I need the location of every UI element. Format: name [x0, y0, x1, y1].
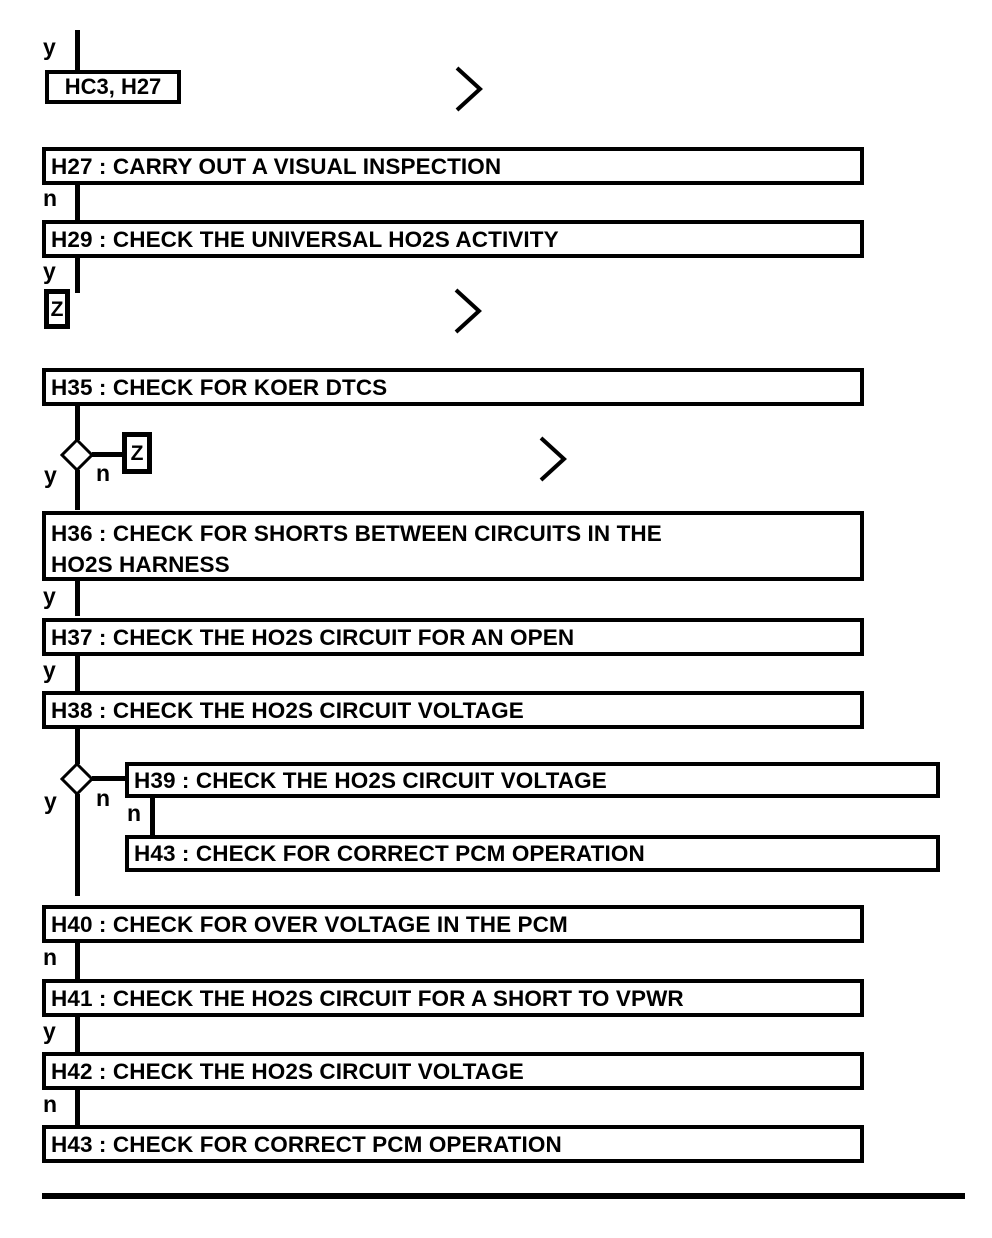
step-box-h37[interactable]: H37 : CHECK THE HO2S CIRCUIT FOR AN OPEN [42, 618, 864, 656]
step-label-h36: H36 : CHECK FOR SHORTS BETWEEN CIRCUITS … [51, 521, 662, 577]
branch-label-after-h41: y [43, 1018, 56, 1044]
connector-token-z-1[interactable]: Z [44, 289, 70, 329]
branch-label-decision2-no: n [96, 785, 111, 811]
step-label-h43-branch: H43 : CHECK FOR CORRECT PCM OPERATION [134, 841, 645, 866]
connector-h41-to-h42 [75, 1017, 80, 1052]
branch-label-after-h39: n [127, 800, 142, 826]
step-box-h39[interactable]: H39 : CHECK THE HO2S CIRCUIT VOLTAGE [125, 762, 940, 798]
step-label-h38: H38 : CHECK THE HO2S CIRCUIT VOLTAGE [51, 697, 524, 723]
connector-token-z-2[interactable]: Z [122, 432, 152, 474]
connector-h38-to-decision2 [75, 729, 80, 764]
branch-label-after-h40: n [43, 944, 58, 970]
step-box-h43-branch[interactable]: H43 : CHECK FOR CORRECT PCM OPERATION [125, 835, 940, 872]
connector-h29-to-z1 [75, 258, 80, 293]
chevron-right-icon-3 [537, 434, 571, 484]
step-label-h37: H37 : CHECK THE HO2S CIRCUIT FOR AN OPEN [51, 624, 575, 650]
step-box-h40[interactable]: H40 : CHECK FOR OVER VOLTAGE IN THE PCM [42, 905, 864, 943]
connector-token-z-1-label: Z [50, 297, 64, 321]
branch-label-after-h27: n [43, 185, 58, 211]
step-box-h36[interactable]: H36 : CHECK FOR SHORTS BETWEEN CIRCUITS … [42, 511, 864, 581]
branch-label-after-h36: y [43, 583, 56, 609]
step-label-h39: H39 : CHECK THE HO2S CIRCUIT VOLTAGE [134, 767, 607, 793]
branch-label-after-h29: y [43, 258, 56, 284]
entry-connector-line [75, 30, 80, 80]
connector-h37-to-h38 [75, 656, 80, 691]
reference-box-label: HC3, H27 [64, 74, 162, 99]
branch-label-entry: y [43, 34, 56, 60]
connector-decision2-to-h40 [75, 794, 80, 896]
connector-decision1-to-h36 [75, 470, 80, 510]
branch-label-decision1-yes: y [44, 462, 57, 488]
connector-h27-to-h29 [75, 185, 80, 220]
step-box-h38[interactable]: H38 : CHECK THE HO2S CIRCUIT VOLTAGE [42, 691, 864, 729]
step-box-h29[interactable]: H29 : CHECK THE UNIVERSAL HO2S ACTIVITY [42, 220, 864, 258]
connector-h36-to-h37 [75, 581, 80, 616]
connector-h35-to-decision1 [75, 406, 80, 440]
branch-label-after-h37: y [43, 657, 56, 683]
chevron-right-icon-1 [453, 64, 487, 114]
connector-token-z-2-label: Z [130, 441, 144, 465]
step-label-h27: H27 : CARRY OUT A VISUAL INSPECTION [51, 153, 502, 179]
step-label-h35: H35 : CHECK FOR KOER DTCS [51, 374, 388, 400]
branch-label-decision2-yes: y [44, 788, 57, 814]
branch-label-after-h42: n [43, 1091, 58, 1117]
branch-label-decision1-no: n [96, 460, 111, 486]
connector-decision1-to-z2 [92, 452, 122, 457]
step-box-h42[interactable]: H42 : CHECK THE HO2S CIRCUIT VOLTAGE [42, 1052, 864, 1090]
step-label-h42: H42 : CHECK THE HO2S CIRCUIT VOLTAGE [51, 1058, 524, 1084]
step-label-h43: H43 : CHECK FOR CORRECT PCM OPERATION [51, 1131, 562, 1157]
connector-h42-to-h43 [75, 1090, 80, 1125]
step-box-h43[interactable]: H43 : CHECK FOR CORRECT PCM OPERATION [42, 1125, 864, 1163]
step-label-h40: H40 : CHECK FOR OVER VOLTAGE IN THE PCM [51, 911, 568, 937]
reference-box-hc3-h27[interactable]: HC3, H27 [45, 70, 181, 104]
step-label-h41: H41 : CHECK THE HO2S CIRCUIT FOR A SHORT… [51, 985, 684, 1011]
chevron-right-icon-2 [452, 286, 486, 336]
step-box-h27[interactable]: H27 : CARRY OUT A VISUAL INSPECTION [42, 147, 864, 185]
step-box-h41[interactable]: H41 : CHECK THE HO2S CIRCUIT FOR A SHORT… [42, 979, 864, 1017]
decision-diamond-h35[interactable] [60, 438, 94, 472]
bottom-divider-rule [42, 1193, 965, 1199]
connector-decision2-to-h39 [92, 776, 128, 781]
decision-diamond-h38[interactable] [60, 762, 94, 796]
step-label-h29: H29 : CHECK THE UNIVERSAL HO2S ACTIVITY [51, 226, 559, 252]
connector-h40-to-h41 [75, 943, 80, 979]
connector-h39-to-h43a [150, 798, 155, 836]
step-box-h35[interactable]: H35 : CHECK FOR KOER DTCS [42, 368, 864, 406]
